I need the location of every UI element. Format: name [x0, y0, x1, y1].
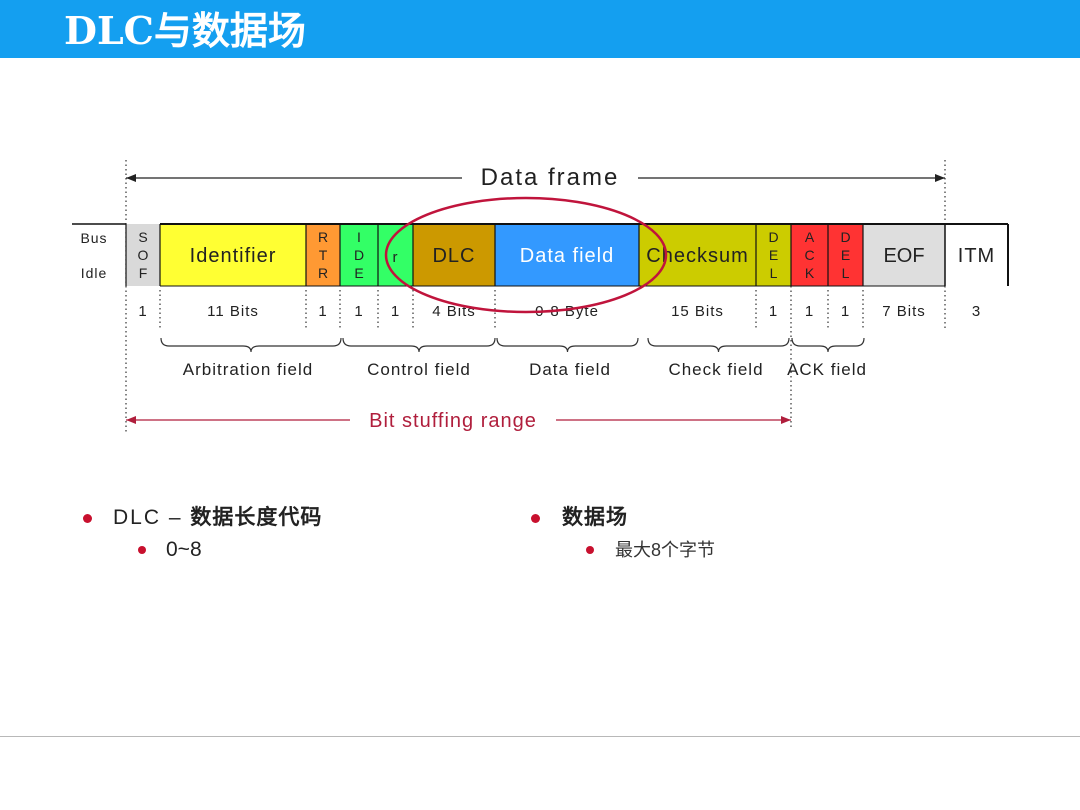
field-ack-label: A: [805, 229, 815, 245]
bit-stuffing-arrowhead-right: [781, 416, 791, 424]
bullet-dlc-text: 数据长度代码: [190, 506, 323, 529]
field-dlc-label: DLC: [432, 245, 475, 267]
footer-divider: [0, 736, 1080, 737]
field-data-field-label: Data field: [520, 245, 615, 267]
bullet-data-max-text: 最大8个字节: [615, 540, 716, 560]
bullet-data-field: 数据场: [528, 502, 715, 534]
field-identifier-label: Identifier: [190, 245, 277, 267]
field-eof-bits: 7 Bits: [882, 303, 926, 320]
field-ide-label: D: [354, 247, 364, 263]
bullet-data-field-text: 数据场: [562, 506, 628, 529]
brace-ack: [791, 337, 865, 353]
field-dlc: [413, 224, 495, 286]
bit-stuffing-label: Bit stuffing range: [369, 410, 537, 432]
field-sof: [126, 224, 160, 286]
field-rtr-bits: 1: [318, 303, 327, 320]
field-crc-del-label: L: [770, 265, 778, 281]
field-crc-del: [756, 224, 791, 286]
brace-arbitration: [160, 337, 342, 353]
field-ack-del-label: E: [841, 247, 850, 263]
bullet-dlc-range-text: 0~8: [166, 538, 202, 561]
bullet-list-left: DLC – 数据长度代码 0~8: [80, 502, 322, 566]
group-label-arbitration: Arbitration field: [183, 360, 313, 379]
field-ack-bits: 1: [805, 303, 814, 320]
field-sof-label: S: [138, 229, 147, 245]
field-sof-label: F: [139, 265, 148, 281]
bullet-dlc: DLC – 数据长度代码: [80, 502, 322, 534]
field-identifier-bits: 11 Bits: [207, 303, 259, 320]
data-frame-arrowhead-right: [935, 174, 945, 182]
bullet-dot: [531, 514, 540, 523]
slide-title: DLC与数据场: [64, 8, 306, 53]
field-itm-label: ITM: [958, 245, 995, 267]
bullet-dlc-prefix: DLC –: [113, 506, 191, 529]
field-itm: [945, 224, 1008, 286]
bullet-dot: [83, 514, 92, 523]
bullet-list-right: 数据场 最大8个字节: [528, 502, 715, 566]
brace-data: [496, 337, 639, 353]
field-eof-label: EOF: [883, 245, 924, 267]
group-label-check: Check field: [668, 360, 763, 379]
field-ack-del-bits: 1: [841, 303, 850, 320]
bullet-dot: [586, 546, 594, 554]
field-rtr-label: R: [318, 229, 328, 245]
field-r-label: r: [393, 249, 399, 266]
field-rtr: [306, 224, 340, 286]
bullet-data-max: 最大8个字节: [583, 534, 715, 566]
field-checksum-label: Checksum: [646, 245, 748, 267]
field-ide-label: E: [354, 265, 363, 281]
field-ack-del-label: D: [840, 229, 850, 245]
field-ack: [791, 224, 828, 286]
brace-check: [647, 337, 790, 353]
group-label-control: Control field: [367, 360, 471, 379]
field-ide: [340, 224, 378, 286]
data-frame-label: Data frame: [481, 164, 620, 191]
field-dlc-bits: 4 Bits: [432, 303, 476, 320]
field-data-field: [495, 224, 639, 286]
bit-stuffing-arrowhead-left: [126, 416, 136, 424]
data-frame-arrowhead-left: [126, 174, 136, 182]
field-itm-bits: 3: [972, 303, 981, 320]
field-ide-bits: 1: [354, 303, 363, 320]
bus-idle-label: Idle: [81, 265, 108, 281]
field-ack-label: C: [804, 247, 814, 263]
field-identifier: [160, 224, 306, 286]
group-label-data: Data field: [529, 360, 611, 379]
field-ack-del: [828, 224, 863, 286]
field-ack-label: K: [805, 265, 815, 281]
field-crc-del-label: E: [769, 247, 778, 263]
field-ack-del-label: L: [842, 265, 850, 281]
bullet-dot: [138, 546, 146, 554]
brace-control: [342, 337, 496, 353]
field-crc-del-bits: 1: [769, 303, 778, 320]
field-eof: [863, 224, 945, 286]
bullet-dlc-range: 0~8: [135, 534, 322, 566]
field-rtr-label: R: [318, 265, 328, 281]
field-r-bits: 1: [391, 303, 400, 320]
highlight-ellipse: [384, 196, 668, 314]
field-checksum-bits: 15 Bits: [671, 303, 724, 320]
field-crc-del-label: D: [768, 229, 778, 245]
field-rtr-label: T: [319, 247, 328, 263]
field-ide-label: I: [357, 229, 361, 245]
field-sof-label: O: [138, 247, 149, 263]
field-sof-bits: 1: [138, 303, 147, 320]
group-label-ack: ACK field: [787, 360, 867, 379]
title-bar: DLC与数据场: [0, 0, 1080, 58]
bus-idle-label: Bus: [80, 230, 107, 246]
field-checksum: [639, 224, 756, 286]
